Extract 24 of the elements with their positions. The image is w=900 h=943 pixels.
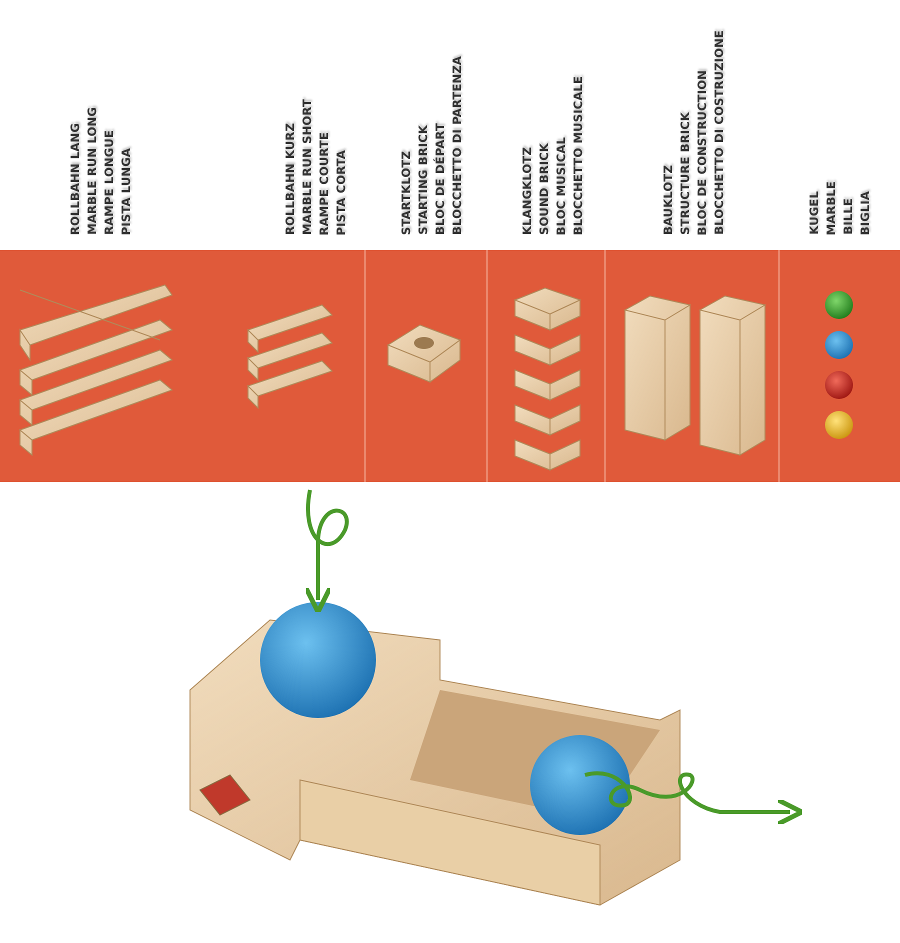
- part-name: BLOCCHETTO MUSICALE: [570, 76, 586, 235]
- part-name: MARBLE RUN SHORT: [299, 98, 315, 235]
- part-name: RAMPE COURTE: [316, 132, 332, 235]
- part-name: ROLLBAHN KURZ: [282, 122, 298, 235]
- part-name: ROLLBAHN LANG: [67, 122, 83, 235]
- part-name: BLOC MUSICAL: [553, 136, 569, 235]
- part-name: MARBLE: [823, 180, 839, 235]
- part-name: STARTKLOTZ: [398, 150, 414, 235]
- part-name: BLOC DE DÉPART: [432, 123, 448, 235]
- part-name: RAMPE LONGUE: [101, 130, 117, 235]
- part-name: STRUCTURE BRICK: [677, 112, 693, 235]
- part-name: SOUND BRICK: [536, 142, 552, 235]
- part-name: PISTA CORTA: [333, 150, 349, 235]
- part-name: BLOCCHETTO DI PARTENZA: [449, 56, 465, 235]
- part-name: KLANGKLOTZ: [519, 147, 535, 235]
- part-name: BIGLIA: [857, 190, 873, 235]
- part-name: BLOCCHETTO DI COSTRUZIONE: [711, 30, 727, 235]
- part-name: STARTING BRICK: [415, 125, 431, 235]
- part-name: MARBLE RUN LONG: [84, 107, 100, 235]
- part-name: PISTA LUNGA: [118, 148, 134, 235]
- part-name: BAUKLOTZ: [660, 164, 676, 235]
- part-name: BLOC DE CONSTRUCTION: [694, 70, 710, 235]
- part-name: KUGEL: [806, 191, 822, 235]
- part-name: BILLE: [840, 198, 856, 235]
